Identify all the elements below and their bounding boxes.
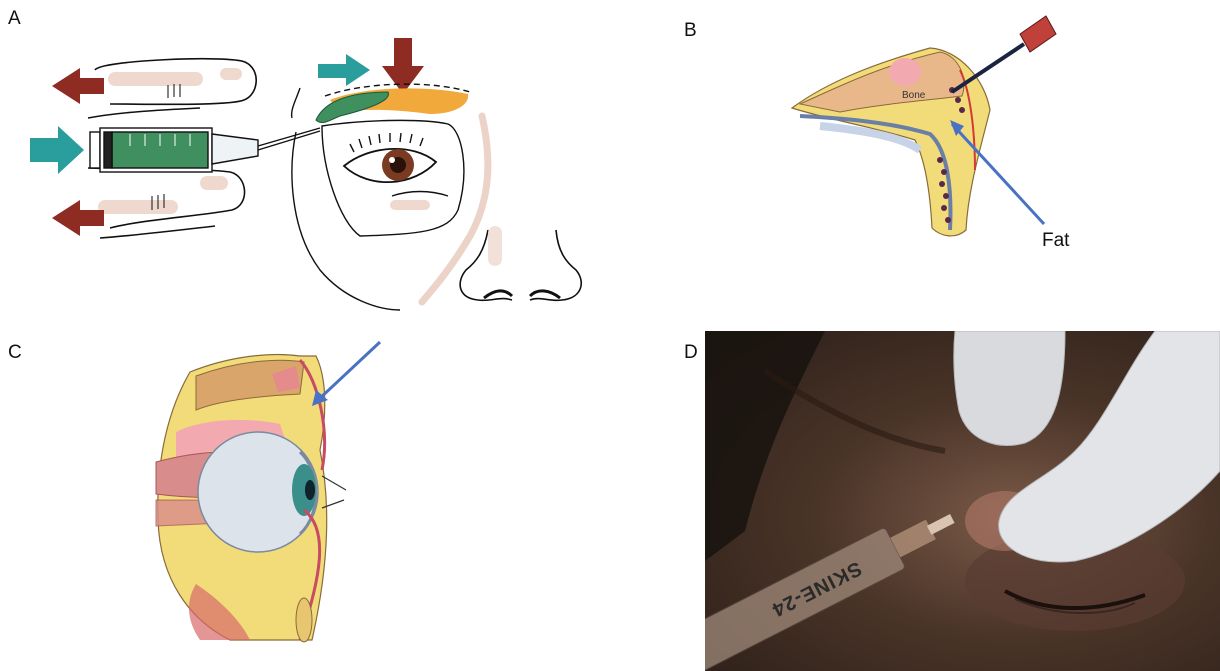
panel-d-photo: SKINE-24 — [705, 331, 1220, 671]
glove-finger-upper — [954, 331, 1065, 445]
photo-content: SKINE-24 — [705, 331, 1220, 671]
blue-pointer — [318, 342, 380, 400]
